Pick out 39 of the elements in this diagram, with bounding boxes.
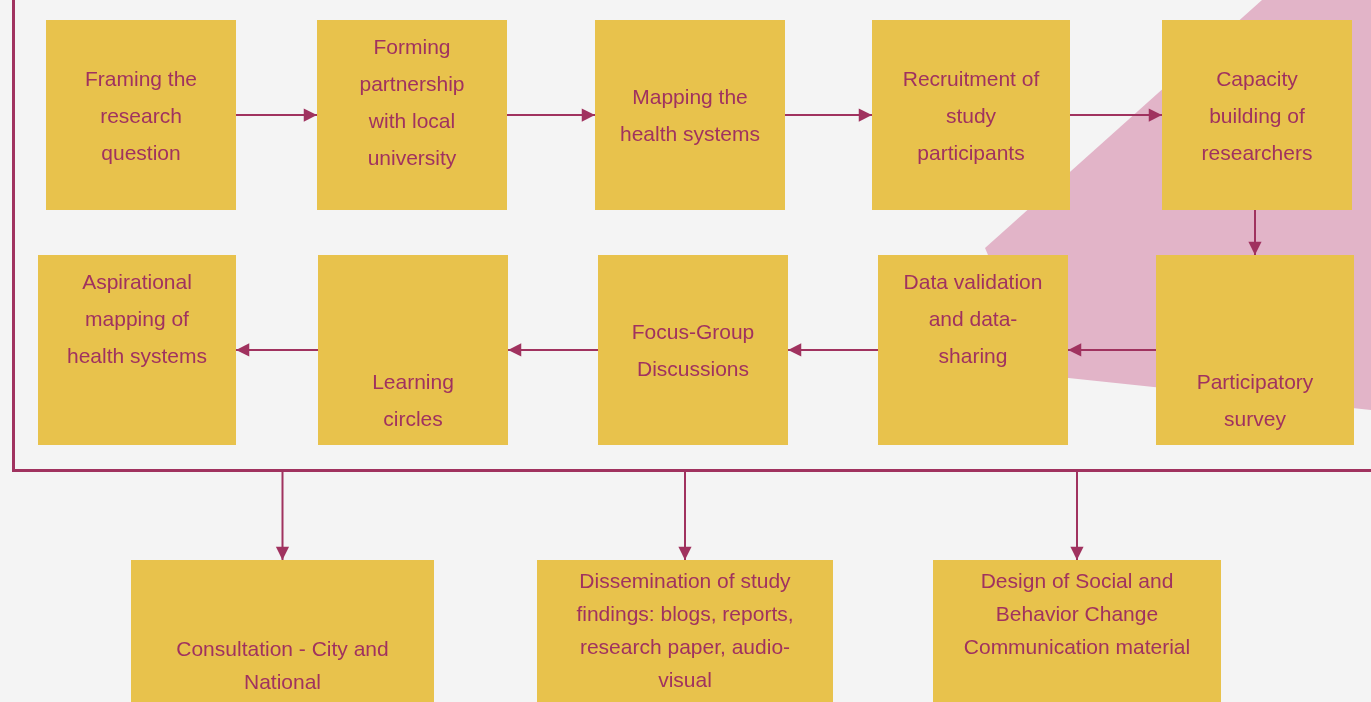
arrow xyxy=(507,343,599,357)
process-box xyxy=(872,20,1070,210)
process-box xyxy=(598,255,788,445)
process-box xyxy=(933,560,1221,702)
process-box xyxy=(595,20,785,210)
box-label: Aspirational mapping of health systems xyxy=(65,269,209,369)
process-box xyxy=(317,20,507,210)
process-box xyxy=(131,560,434,702)
box-label: Participatory survey xyxy=(1195,369,1315,432)
process-box xyxy=(1162,20,1352,210)
process-box xyxy=(318,255,508,445)
arrow xyxy=(678,471,692,561)
box-label: Consultation - City and National xyxy=(175,636,390,695)
arrow xyxy=(784,108,873,122)
process-box xyxy=(878,255,1068,445)
box-label: Recruitment of study participants xyxy=(901,65,1041,166)
arrow xyxy=(1067,343,1157,357)
box-label: Focus-Group Discussions xyxy=(630,319,756,382)
arrow xyxy=(1069,108,1163,122)
box-label: Learning circles xyxy=(371,369,455,432)
box-label: Capacity building of researchers xyxy=(1200,65,1314,166)
box-label: Mapping the health systems xyxy=(618,84,762,147)
process-box xyxy=(537,560,833,702)
process-box xyxy=(1156,255,1354,445)
arrow xyxy=(506,108,596,122)
box-label: Data validation and data-sharing xyxy=(902,269,1044,369)
process-box xyxy=(38,255,236,445)
box-label: Dissemination of study findings: blogs, reports, research paper, audio-visual xyxy=(575,568,795,693)
arrow xyxy=(787,343,879,357)
box-label: Forming partnership with local university xyxy=(358,34,466,171)
frame-box xyxy=(12,0,1371,472)
box-label: Design of Social and Behavior Change Communication material xyxy=(962,568,1192,660)
arrow xyxy=(1070,471,1084,561)
arrow xyxy=(235,108,318,122)
arrow xyxy=(275,471,290,561)
box-label: Framing the research question xyxy=(83,65,198,166)
arrow xyxy=(235,343,319,357)
process-box xyxy=(46,20,236,210)
arrow xyxy=(1248,209,1262,256)
